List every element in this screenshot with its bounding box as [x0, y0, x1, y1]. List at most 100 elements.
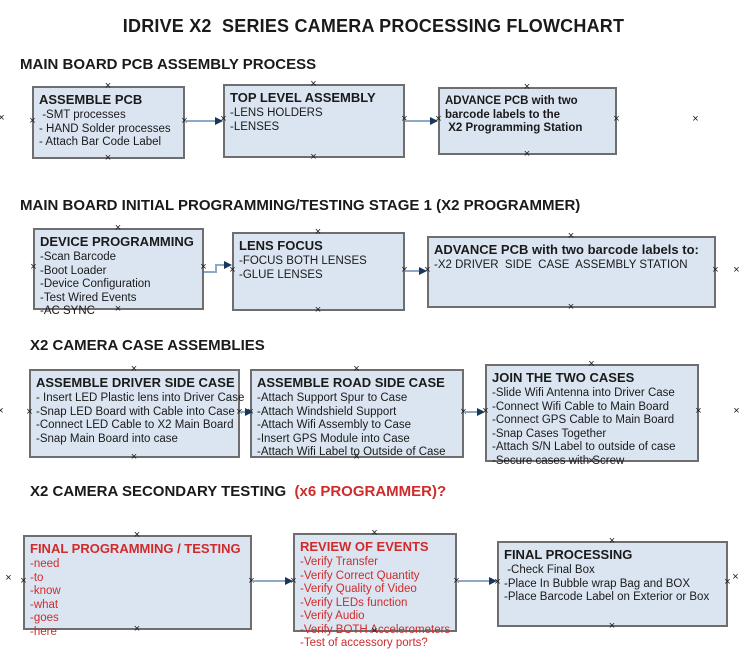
section-heading-text: MAIN BOARD PCB ASSEMBLY PROCESS — [20, 56, 317, 73]
section-heading-secondary-testing: X2 CAMERA SECONDARY TESTING (x6 PROGRAMM… — [30, 483, 446, 500]
connection-handle-icon[interactable]: × — [712, 264, 719, 276]
connection-handle-icon[interactable]: × — [567, 230, 575, 242]
flow-box-assemble-road-side-case[interactable]: ASSEMBLE ROAD SIDE CASE-Attach Support S… — [247, 364, 466, 463]
connection-handle-icon[interactable]: × — [114, 222, 122, 234]
box-item: -LENS HOLDERS — [230, 107, 323, 119]
connection-handle-icon[interactable]: × — [310, 78, 317, 90]
connector-arrow[interactable] — [464, 411, 477, 413]
connection-handle-icon[interactable]: × — [695, 405, 702, 417]
connector-endpoint-marker-icon[interactable]: × — [0, 405, 4, 417]
box-item: - HAND Solder processes — [39, 122, 171, 135]
box-item: -Verify BOTH Accelerometers — [300, 623, 451, 636]
flow-box-assemble-pcb[interactable]: ASSEMBLE PCB -SMT processes- HAND Solder… — [29, 81, 187, 164]
connection-handle-icon[interactable]: × — [29, 114, 36, 127]
connector-arrow[interactable] — [252, 580, 285, 582]
connector-endpoint-marker-icon[interactable]: × — [733, 264, 740, 276]
flow-box-lens-focus[interactable]: LENS FOCUS-FOCUS BOTH LENSES-GLUE LENSES… — [229, 227, 407, 316]
connection-handle-icon[interactable]: × — [353, 451, 360, 463]
connection-handle-icon[interactable]: × — [104, 80, 112, 92]
connection-handle-icon[interactable]: × — [133, 623, 141, 635]
box-item: -LENSES — [230, 120, 280, 133]
box-title: DEVICE PROGRAMMING — [40, 234, 194, 249]
connection-handle-icon[interactable]: × — [290, 574, 297, 587]
box-item: -Secure cases with Screw — [492, 454, 625, 467]
flow-box-final-processing[interactable]: FINAL PROCESSING -Check Final Box-Place … — [494, 536, 730, 632]
connection-handle-icon[interactable]: × — [314, 226, 322, 238]
box-item: -Connect Wifi Cable to Main Board — [492, 400, 670, 413]
flow-box-review-of-events[interactable]: REVIEW OF EVENTS-Verify Transfer-Verify … — [290, 528, 459, 650]
page-title: IDRIVE X2 SERIES CAMERA PROCESSING FLOWC… — [122, 16, 625, 36]
connection-handle-icon[interactable]: × — [435, 113, 442, 125]
box-items: -need-to-know-what-goes-here — [30, 558, 245, 639]
connection-handle-icon[interactable]: × — [424, 264, 431, 276]
flow-box-device-programming[interactable]: DEVICE PROGRAMMING -Scan Barcode-Boot Loa… — [30, 223, 206, 318]
connector-arrow[interactable] — [457, 580, 489, 582]
connection-handle-icon[interactable]: × — [353, 363, 360, 375]
connection-handle-icon[interactable]: × — [567, 301, 575, 313]
connector-arrow[interactable] — [405, 120, 430, 122]
flow-box-top-level-assembly[interactable]: TOP LEVEL ASSEMBLY-LENS HOLDERS-LENSES××… — [220, 79, 407, 163]
box-item: -Snap Cases Together — [492, 427, 607, 440]
flow-box-final-programming-testing[interactable]: FINAL PROGRAMMING / TESTING-need-to-know… — [20, 530, 254, 638]
connection-handle-icon[interactable]: × — [130, 451, 138, 463]
connector-endpoint-marker-icon[interactable]: × — [0, 112, 5, 124]
connection-handle-icon[interactable]: × — [401, 113, 408, 125]
connection-handle-icon[interactable]: × — [30, 261, 37, 273]
connection-handle-icon[interactable]: × — [130, 363, 138, 375]
flow-box-join-the-two-cases[interactable]: JOIN THE TWO CASES-Slide Wifi Antenna in… — [482, 359, 701, 467]
connection-handle-icon[interactable]: × — [229, 263, 236, 276]
connector-endpoint-marker-icon[interactable]: × — [5, 572, 12, 584]
box-items: -Scan Barcode-Boot Loader-Device Configu… — [40, 251, 197, 319]
box-item: -Verify LEDs function — [300, 596, 408, 609]
box-item: -Verify Quality of Video — [300, 583, 417, 595]
connection-handle-icon[interactable]: × — [494, 576, 501, 588]
connection-handle-icon[interactable]: × — [314, 304, 322, 316]
connection-handle-icon[interactable]: × — [114, 303, 122, 315]
box-title: ADVANCE PCB with two barcode labels to: — [434, 242, 699, 257]
box-item: -Check Final Box — [504, 564, 595, 576]
connector-endpoint-marker-icon[interactable]: × — [732, 571, 739, 583]
connection-handle-icon[interactable]: × — [26, 405, 33, 418]
section-heading-text: X2 CAMERA SECONDARY TESTING — [30, 483, 295, 500]
connection-handle-icon[interactable]: × — [588, 358, 595, 370]
box-items: -LENS HOLDERS-LENSES — [230, 107, 398, 134]
connector-arrow[interactable] — [240, 411, 245, 413]
connection-handle-icon[interactable]: × — [310, 151, 317, 163]
connection-handle-icon[interactable]: × — [608, 620, 616, 632]
connector-elbow-segment[interactable] — [215, 265, 217, 273]
flow-box-advance-pcb-driver-side[interactable]: ADVANCE PCB with two barcode labels to: -… — [424, 231, 718, 313]
connector-endpoint-marker-icon[interactable]: × — [733, 405, 740, 417]
connection-handle-icon[interactable]: × — [133, 529, 141, 541]
connection-handle-icon[interactable]: × — [371, 527, 378, 539]
box-item: -Scan Barcode — [40, 251, 117, 263]
box-item: -Device Configuration — [40, 278, 151, 290]
connection-handle-icon[interactable]: × — [523, 148, 531, 160]
box-items: -Verify Transfer-Verify Correct Quantity… — [300, 556, 450, 651]
connection-handle-icon[interactable]: × — [608, 535, 616, 547]
connection-handle-icon[interactable]: × — [724, 576, 731, 588]
connector-arrow[interactable] — [405, 270, 419, 272]
box-title: ASSEMBLE ROAD SIDE CASE — [257, 375, 445, 390]
box-item: -Attach Wifi Assembly to Case — [257, 419, 412, 431]
connection-handle-icon[interactable]: × — [588, 455, 595, 467]
connector-arrow[interactable] — [215, 264, 224, 266]
connection-handle-icon[interactable]: × — [613, 113, 620, 125]
box-items: -FOCUS BOTH LENSES-GLUE LENSES — [239, 255, 398, 282]
connection-handle-icon[interactable]: × — [371, 625, 378, 637]
connection-handle-icon[interactable]: × — [20, 574, 27, 587]
connection-handle-icon[interactable]: × — [220, 113, 227, 125]
connection-handle-icon[interactable]: × — [104, 152, 112, 164]
box-item: -X2 DRIVER SIDE CASE ASSEMBLY STATION — [434, 259, 688, 271]
connector-endpoint-marker-icon[interactable]: × — [692, 113, 699, 125]
connection-handle-icon[interactable]: × — [482, 405, 489, 417]
connection-handle-icon[interactable]: × — [200, 261, 207, 273]
connection-handle-icon[interactable]: × — [523, 81, 531, 93]
box-item: -here — [30, 625, 57, 638]
connector-arrow[interactable] — [185, 120, 215, 122]
connector-elbow-segment[interactable] — [204, 271, 217, 273]
box-items: -Slide Wifi Antenna into Driver Case-Con… — [492, 387, 692, 468]
flow-box-assemble-driver-side-case[interactable]: ASSEMBLE DRIVER SIDE CASE- Insert LED Pl… — [26, 364, 244, 463]
box-title: TOP LEVEL ASSEMBLY — [230, 90, 376, 105]
